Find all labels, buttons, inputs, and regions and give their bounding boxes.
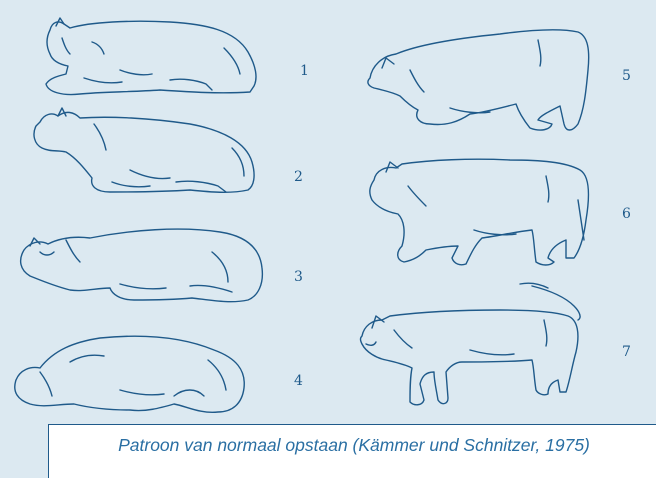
- stage-label-2: 2: [294, 169, 303, 185]
- caption-box: Patroon van normaal opstaan (Kämmer und …: [48, 424, 656, 478]
- cow-stage-3: [21, 229, 263, 302]
- stage-label-1: 1: [300, 63, 309, 79]
- figure-caption: Patroon van normaal opstaan (Kämmer und …: [49, 435, 656, 456]
- stage-label-4: 4: [294, 373, 303, 389]
- cow-stage-6: [370, 159, 589, 265]
- stage-label-3: 3: [294, 269, 303, 285]
- stage-label-7: 7: [622, 344, 631, 360]
- stage-label-6: 6: [622, 206, 631, 222]
- cow-stage-1: [46, 18, 256, 95]
- stage-label-5: 5: [622, 68, 631, 84]
- cow-stage-7: [361, 283, 581, 405]
- cow-stage-4: [15, 336, 244, 412]
- cow-stage-5: [368, 30, 589, 130]
- cow-stage-2: [34, 108, 254, 192]
